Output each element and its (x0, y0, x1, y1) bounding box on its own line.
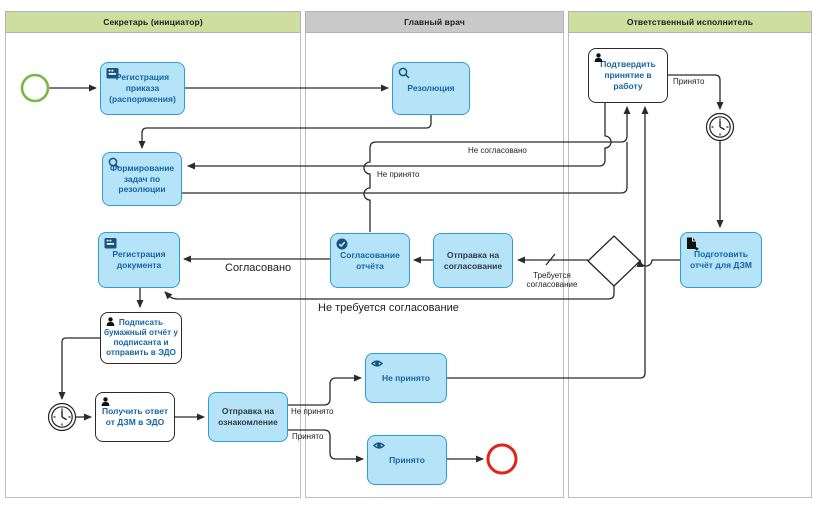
eye-icon (373, 442, 385, 449)
lane-title: Ответственный исполнитель (626, 17, 754, 27)
check-circle-icon (336, 238, 348, 250)
task-label: Согласование отчёта (340, 249, 400, 271)
task-label: Подготовить отчёт для ДЗМ (689, 249, 752, 270)
ledger-icon (106, 68, 119, 79)
search-icon (108, 157, 120, 169)
task-label: Подписать бумажный отчёт у подписанта и … (104, 317, 178, 358)
task-prinyato[interactable]: Принято (367, 435, 447, 485)
task-formirovanie-zadach[interactable]: Формирование задач по резолюции (102, 152, 182, 206)
flow-not-accepted (187, 103, 612, 170)
task-otpravka-soglasovanie[interactable]: Отправка на согласование (433, 233, 513, 288)
eye-icon (371, 360, 383, 367)
flow-no-approval-needed (164, 286, 615, 300)
person-icon (106, 317, 115, 326)
edge-label-ne-prinyato: Не принято (377, 170, 420, 179)
task-registraciya-prikaza[interactable]: Регистрация приказа (распоряжения) (100, 62, 185, 115)
task-label: Формирование задач по резолюции (109, 162, 175, 195)
task-label: Отправка на ознакомление (218, 406, 278, 427)
task-label: Подтвердить принятие в работу (600, 59, 656, 91)
end-event[interactable] (486, 443, 518, 475)
edge-label-prinyato-top: Принято (673, 77, 705, 86)
edge-label-ne-soglasovano: Не согласовано (468, 146, 527, 155)
task-podpisat-otchet[interactable]: Подписать бумажный отчёт у подписанта и … (100, 312, 182, 364)
flow-accepted-to-timer (668, 74, 724, 110)
task-otpravka-oznakomlenie[interactable]: Отправка на ознакомление (208, 392, 288, 442)
edge-label-ne-prinyato-branch: Не принято (291, 407, 334, 416)
task-label: Регистрация приказа (распоряжения) (109, 72, 176, 104)
task-podtverdit-prinyatie[interactable]: Подтвердить принятие в работу (588, 48, 668, 103)
ledger-icon (104, 238, 117, 249)
flow-branch-accepted (288, 429, 364, 463)
default-flow-slash (545, 253, 556, 266)
task-label: Регистрация документа (112, 249, 166, 270)
task-registraciya-dokumenta[interactable]: Регистрация документа (98, 232, 180, 288)
edge-label-trebuetsya-soglasovanie: Требуется согласование (526, 271, 578, 289)
document-plus-icon (687, 237, 699, 251)
task-rezolyuciya[interactable]: Резолюция (392, 62, 470, 115)
edge-label-prinyato-branch: Принято (292, 432, 324, 441)
exclusive-gateway[interactable] (587, 235, 641, 287)
task-label: Принято (389, 454, 425, 465)
task-soglasovanie-otcheta[interactable]: Согласование отчёта (330, 233, 410, 288)
person-icon (594, 53, 603, 62)
task-ne-prinyato[interactable]: Не принято (365, 353, 447, 403)
search-icon (398, 67, 410, 79)
timer-event-2[interactable] (47, 402, 77, 432)
lane-header-chief-doctor: Главный врач (305, 11, 564, 33)
flow-notaccepted-task-to-confirm (447, 106, 649, 379)
flow-tasks-to-confirm (182, 142, 628, 194)
person-icon (101, 397, 110, 406)
task-label: Отправка на согласование (443, 249, 503, 271)
task-label: Резолюция (407, 83, 455, 94)
task-label: Получить ответ от ДЗМ в ЭДО (101, 406, 169, 427)
lane-header-secretary: Секретарь (инициатор) (5, 11, 301, 33)
flow-not-approved (363, 106, 631, 232)
start-event[interactable] (20, 73, 50, 103)
timer-event-1[interactable] (705, 112, 735, 142)
task-label: Не принято (381, 372, 431, 383)
lane-header-executor: Ответственный исполнитель (568, 11, 812, 33)
task-podgotovit-otchet[interactable]: Подготовить отчёт для ДЗМ (680, 232, 762, 288)
flow-sign-to-timer (58, 337, 100, 400)
lane-title: Секретарь (инициатор) (103, 17, 203, 27)
edge-label-ne-trebuetsya-soglasovanie: Не требуется согласование (318, 302, 459, 314)
edge-label-soglasovano: Согласовано (225, 262, 292, 274)
flow-prepare-to-gateway (636, 259, 680, 268)
flow-resolution-to-tasks (138, 115, 432, 149)
task-poluchit-otvet[interactable]: Получить ответ от ДЗМ в ЭДО (95, 392, 175, 442)
flow-branch-not-accepted (288, 374, 362, 406)
lane-title: Главный врач (404, 17, 465, 27)
